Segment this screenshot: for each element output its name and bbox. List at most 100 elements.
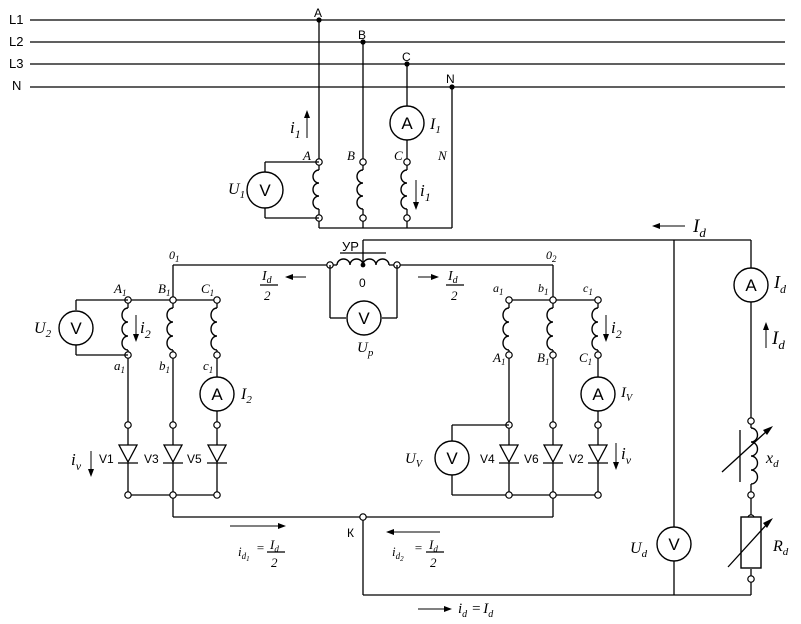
diode-v3 <box>162 444 184 464</box>
primary-label-b: B <box>347 148 355 163</box>
balancing-reactor: УР 0 01 02 Id 2 Id 2 <box>169 239 557 303</box>
voltmeter-u2-label: U2 <box>34 320 52 340</box>
primary-label-n: N <box>437 148 448 163</box>
line-l1-label: L1 <box>9 12 23 27</box>
svg-text:A: A <box>211 385 223 404</box>
line-n-label: N <box>12 78 21 93</box>
left-winding-b1: b1 <box>159 358 170 375</box>
ammeter-i1: A I1 <box>389 105 441 141</box>
right-winding-A1: A1 <box>492 350 505 367</box>
svg-text:V: V <box>70 319 82 338</box>
tap-b-label: B <box>358 28 366 42</box>
left-current-num: Id <box>269 537 279 554</box>
diode-v5 <box>206 444 228 464</box>
tap-a-label: A <box>314 6 322 20</box>
diode-v5-label: V5 <box>187 452 202 466</box>
left-current-iv: iv <box>71 450 82 473</box>
ammeter-i2-label: I2 <box>240 386 252 406</box>
inductor-xd <box>750 427 759 485</box>
diode-v2 <box>587 444 609 464</box>
line-l3-label: L3 <box>9 56 23 71</box>
right-current-i2: i2 <box>611 318 622 341</box>
left-winding-a1: a1 <box>114 358 125 375</box>
voltmeter-uv-label: UV <box>405 451 424 470</box>
left-current-i2: i2 <box>140 318 151 341</box>
voltmeter-u1-label: U1 <box>228 181 245 201</box>
primary-transformer: A B C N i1 i1 <box>290 20 453 229</box>
right-current-id2: id2 <box>392 544 404 563</box>
reactor-label: УР <box>342 239 359 254</box>
load-current-top: Id <box>692 216 706 240</box>
voltmeter-u2-icon <box>58 310 94 346</box>
ammeter-i2: A I2 <box>199 376 252 412</box>
current-i1-label: i1 <box>290 118 301 141</box>
ammeter-i1-label: I1 <box>429 116 441 136</box>
load-current-right: Id <box>771 328 785 352</box>
supply-lines: L1 L2 L3 N A B C N <box>9 6 785 93</box>
voltmeter-up-icon <box>346 300 382 336</box>
ammeter-i1-icon <box>389 105 425 141</box>
bottom-current-label: id=Id <box>458 601 494 620</box>
voltmeter-u1: V U1 <box>228 161 319 219</box>
primary-label-c: C <box>394 148 403 163</box>
resistor-label: Rd <box>772 538 789 558</box>
left-winding-c1: c1 <box>203 358 213 375</box>
left-current-id1: id1 <box>238 544 250 563</box>
voltmeter-up: V Up <box>329 265 398 359</box>
diode-v6-label: V6 <box>524 452 539 466</box>
svg-text:A: A <box>745 276 757 295</box>
svg-text:A: A <box>401 114 413 133</box>
diode-v6 <box>542 444 564 464</box>
voltmeter-uv-icon <box>434 440 470 476</box>
right-current-den: 2 <box>430 555 437 570</box>
svg-text:=: = <box>414 540 423 555</box>
reactor-right-current-den: 2 <box>451 288 458 303</box>
voltmeter-u2: V U2 <box>34 299 128 356</box>
inductor-adjust-arrow <box>721 429 769 473</box>
right-winding-b1: b1 <box>538 281 549 297</box>
right-secondary-group: a1 b1 c1 A1 B1 C1 i2 <box>492 265 622 445</box>
tap-c-label: C <box>402 50 411 64</box>
diode-v4-label: V4 <box>480 452 495 466</box>
voltmeter-up-label: Up <box>357 340 374 359</box>
ammeter-id-icon <box>733 267 769 303</box>
voltmeter-ud-label: Ud <box>630 540 648 560</box>
primary-coil-b <box>356 169 364 210</box>
load-circuit: К Id A Id Id xd <box>173 216 789 620</box>
right-current-num: Id <box>428 537 438 554</box>
diode-v4 <box>498 444 520 464</box>
left-current-den: 2 <box>271 555 278 570</box>
left-coil-a <box>121 307 129 351</box>
right-coil-a <box>502 307 510 351</box>
svg-text:V: V <box>668 535 680 554</box>
node-k-label: К <box>347 526 354 540</box>
right-winding-c1: c1 <box>583 281 593 297</box>
reactor-left-current-num: Id <box>261 269 273 286</box>
left-secondary-group: A1 B1 C1 a1 b1 c1 i2 <box>113 265 221 445</box>
primary-label-a: A <box>302 148 311 163</box>
primary-coil-a <box>312 169 320 210</box>
current-i1c-label: i1 <box>420 181 431 204</box>
right-winding-B1: B1 <box>537 350 549 367</box>
svg-text:V: V <box>446 449 458 468</box>
reactor-right-current-num: Id <box>447 269 459 286</box>
reactor-zero-label: 0 <box>359 276 366 290</box>
right-diodes: V4 V6 V2 iv <box>480 443 632 517</box>
right-current-iv: iv <box>621 444 632 467</box>
right-coil-c <box>591 307 599 351</box>
right-winding-a1: a1 <box>493 281 504 297</box>
node-02-label: 02 <box>546 248 557 264</box>
svg-text:A: A <box>592 385 604 404</box>
left-winding-B1: B1 <box>158 281 170 298</box>
tap-n-label: N <box>446 72 455 86</box>
node-k <box>359 513 367 521</box>
voltmeter-u1-icon <box>246 171 284 209</box>
left-coil-c <box>210 307 218 351</box>
ammeter-iv: A IV <box>580 376 634 412</box>
left-diodes: V1 V3 V5 iv <box>71 444 228 517</box>
left-winding-A1: A1 <box>113 281 126 298</box>
diode-v1-label: V1 <box>99 452 114 466</box>
right-winding-C1: C1 <box>579 350 592 367</box>
resistor-adjust-arrow <box>727 522 769 568</box>
